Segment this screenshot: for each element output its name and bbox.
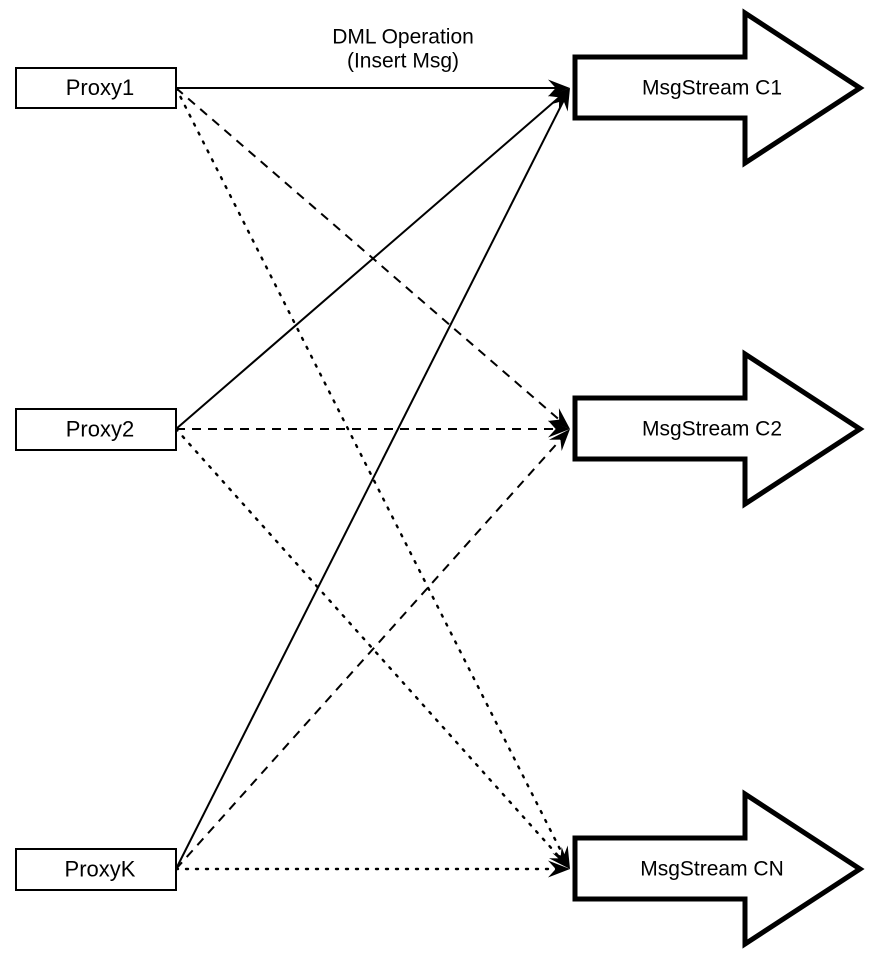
edge-line-dashed [175,437,563,870]
proxy-label: ProxyK [65,856,136,881]
proxy-label: Proxy2 [66,416,134,441]
edge-proxyk-to-c1 [175,88,570,870]
msgstream-node-msgstream-c1[interactable]: MsgStream C1 [572,8,865,168]
arrowhead-icon [548,429,570,452]
msgstream-arrow-shape[interactable] [572,8,865,168]
edge-line-dashed [175,87,562,422]
edges-layer [174,79,570,878]
msgstream-label: MsgStream C1 [642,77,782,100]
msgstream-node-msgstream-cn[interactable]: MsgStream CN [572,789,865,949]
arrowhead-icon [548,860,570,878]
edge-line-dotted [174,86,566,860]
arrowhead-icon [548,79,570,97]
proxy-label: Proxy1 [66,75,134,100]
edge-line-solid [175,98,566,870]
edge-line-dotted [174,427,564,862]
arrowhead-icon [548,846,570,869]
diagram-caption: DML Operation (Insert Msg) [332,26,474,73]
msgstream-label: MsgStream C2 [642,418,782,441]
edge-proxy1-to-c2 [175,87,570,429]
msgstream-nodes-layer: MsgStream C1 MsgStream C2 MsgStream CN [572,8,865,949]
edge-proxy2-to-c2 [176,420,570,438]
msgstream-label: MsgStream CN [640,858,784,881]
edge-line-solid [175,95,562,430]
caption-line-1: DML Operation [332,26,474,49]
proxy-node-proxy1[interactable]: Proxy1 [15,67,177,109]
msgstream-arrow-shape[interactable] [572,789,865,949]
edge-proxy1-to-c1 [176,79,570,97]
edge-proxyk-to-c2 [175,429,570,870]
proxy-node-proxyk[interactable]: ProxyK [15,848,177,891]
msgstream-node-msgstream-c2[interactable]: MsgStream C2 [572,349,865,509]
arrowhead-icon [552,88,570,112]
edge-proxyk-to-cn [174,860,570,878]
proxy-box[interactable] [15,848,177,891]
edge-proxy2-to-cn [174,427,570,869]
arrowhead-icon [547,408,570,429]
edge-proxy2-to-c1 [175,88,570,430]
proxy-node-proxy2[interactable]: Proxy2 [15,408,177,451]
proxy-box[interactable] [15,67,177,109]
caption-line-2: (Insert Msg) [347,50,459,73]
arrowhead-icon [548,420,570,438]
msgstream-arrow-shape[interactable] [572,349,865,509]
proxy-box[interactable] [15,408,177,451]
